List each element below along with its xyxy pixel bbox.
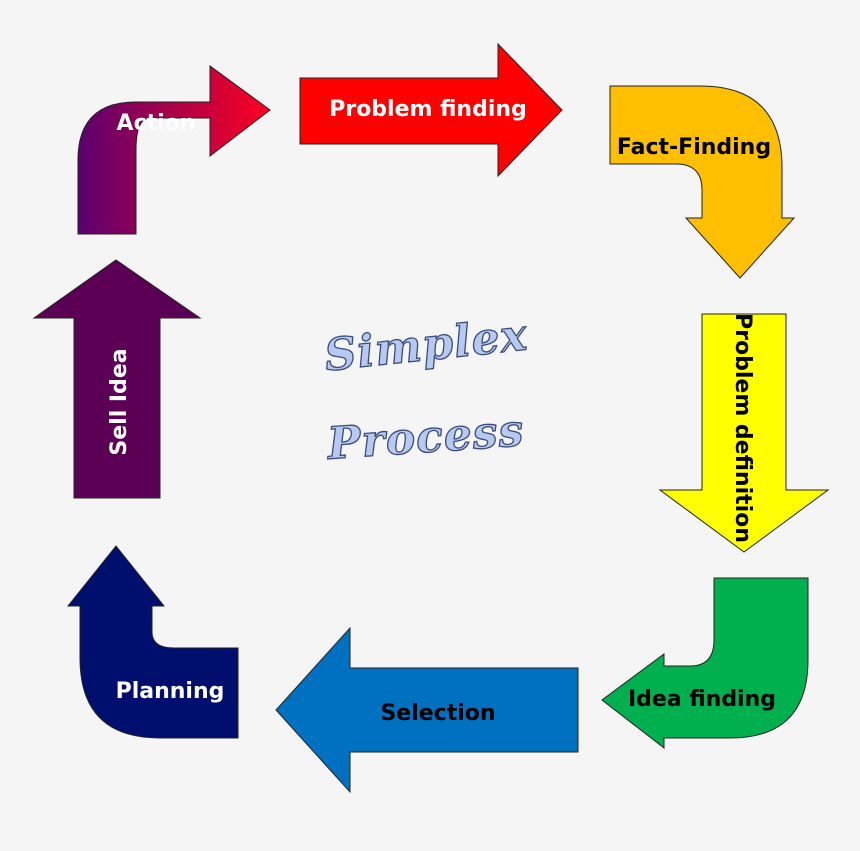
action-arrow <box>77 65 271 235</box>
planning-label: Planning <box>116 679 225 704</box>
idea-finding-arrow <box>601 577 809 750</box>
problem-definition-arrow <box>658 313 830 553</box>
fact-finding-label: Fact-Finding <box>617 135 771 160</box>
center-title-line2: Process <box>324 405 526 470</box>
selection-arrow <box>275 626 579 794</box>
sell-idea-arrow <box>32 259 202 499</box>
problem-finding-label: Problem finding <box>329 97 527 122</box>
planning-arrow <box>66 545 239 739</box>
fact-finding-arrow <box>609 85 796 279</box>
sell-idea-label: Sell Idea <box>107 348 132 455</box>
center-title-line1: Simplex <box>322 309 530 381</box>
problem-finding-arrow <box>299 42 563 178</box>
problem-definition-label: Problem definition <box>730 313 755 543</box>
action-label: Action <box>117 111 196 136</box>
idea-finding-label: Idea finding <box>628 687 776 712</box>
selection-label: Selection <box>380 701 495 726</box>
